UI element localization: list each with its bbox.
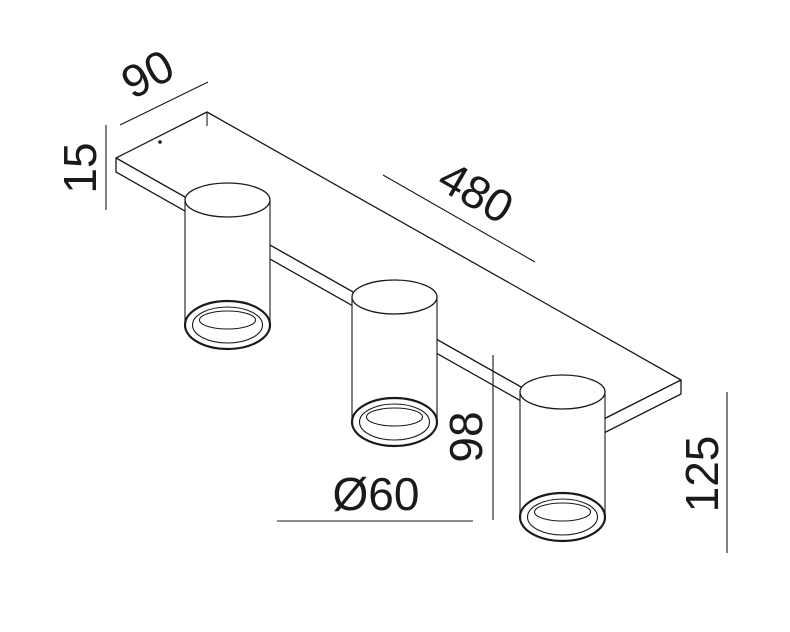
dim-label-480: 480 (430, 150, 522, 233)
dim-line-90 (119, 81, 209, 126)
spotlight-2 (350, 279, 439, 448)
spotlight-3 (518, 374, 607, 543)
dim-label-15: 15 (54, 142, 106, 193)
dim-line-480 (382, 174, 536, 263)
spotlight-1 (183, 182, 272, 351)
dim-label-diameter-60: Ø60 (333, 468, 420, 520)
dim-label-125: 125 (676, 436, 728, 513)
dim-label-90: 90 (113, 39, 183, 109)
screw-hole (158, 140, 162, 144)
dim-label-98: 98 (440, 411, 492, 462)
